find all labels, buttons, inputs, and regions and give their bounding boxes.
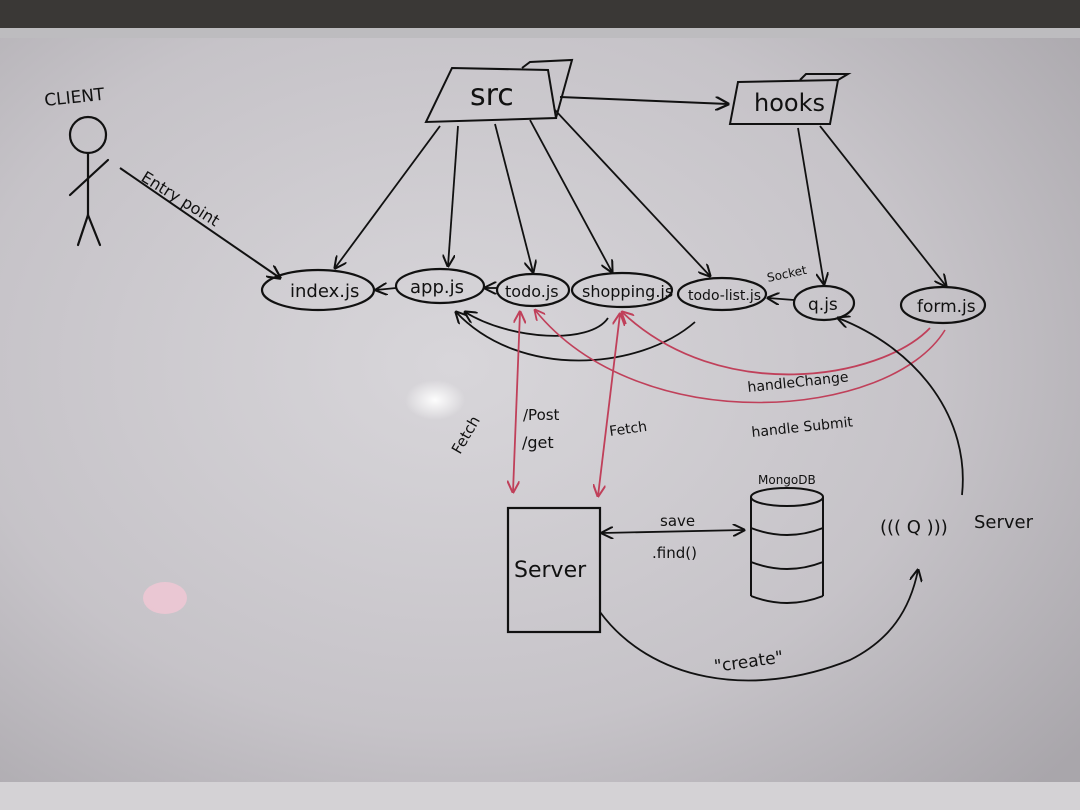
bottom-tray <box>0 782 1080 810</box>
hooks-fanout-arrows <box>797 125 946 286</box>
board-top-edge <box>0 28 1080 38</box>
src-folder-icon <box>424 58 574 124</box>
hooks-folder-icon <box>728 73 852 125</box>
fetch-right-label: Fetch <box>608 419 648 440</box>
fetch-arrows <box>513 312 620 496</box>
file-label-q: q.js <box>808 295 838 315</box>
mongodb-database-icon <box>750 487 824 604</box>
board-top-frame <box>0 0 1080 30</box>
create-curve <box>599 570 918 682</box>
hooks-folder-label: hooks <box>754 89 825 117</box>
server-box <box>506 506 602 634</box>
file-node-todo-list: todo-list.js <box>676 276 768 312</box>
file-label-index: index.js <box>290 281 359 302</box>
handle-change-curve <box>622 312 931 376</box>
post-label: /Post <box>523 406 560 424</box>
file-node-shopping: shopping.js <box>570 271 673 309</box>
file-label-form: form.js <box>917 297 976 317</box>
q-to-todolist-arrow <box>768 298 795 300</box>
handle-submit-curve <box>535 310 946 404</box>
file-label-todo-list: todo-list.js <box>688 288 761 304</box>
save-label: save <box>660 512 695 530</box>
src-to-hooks-arrow <box>559 96 728 104</box>
light-reflection <box>405 380 465 420</box>
file-label-app: app.js <box>410 277 464 298</box>
server-box-label: Server <box>514 558 587 583</box>
mongodb-label: MongoDB <box>758 473 816 487</box>
src-fanout-arrows <box>335 109 710 276</box>
file-label-shopping: shopping.js <box>582 282 673 301</box>
find-label: .find() <box>652 544 697 562</box>
client-actor-icon <box>68 115 110 247</box>
src-folder-label: src <box>470 78 514 113</box>
pink-glare <box>143 582 187 614</box>
file-node-index: index.js <box>260 268 376 312</box>
app-to-index-arrow <box>376 288 397 290</box>
get-label: /get <box>522 433 554 452</box>
socket-server-label: Server <box>974 512 1034 533</box>
todolist-to-app-curve <box>456 312 696 362</box>
file-label-todo: todo.js <box>505 282 559 301</box>
socket-icon: ((( Q ))) <box>880 517 948 538</box>
server-db-arrow <box>602 530 744 533</box>
entry-point-arrow <box>119 167 280 278</box>
socket-to-q-curve <box>838 318 964 496</box>
